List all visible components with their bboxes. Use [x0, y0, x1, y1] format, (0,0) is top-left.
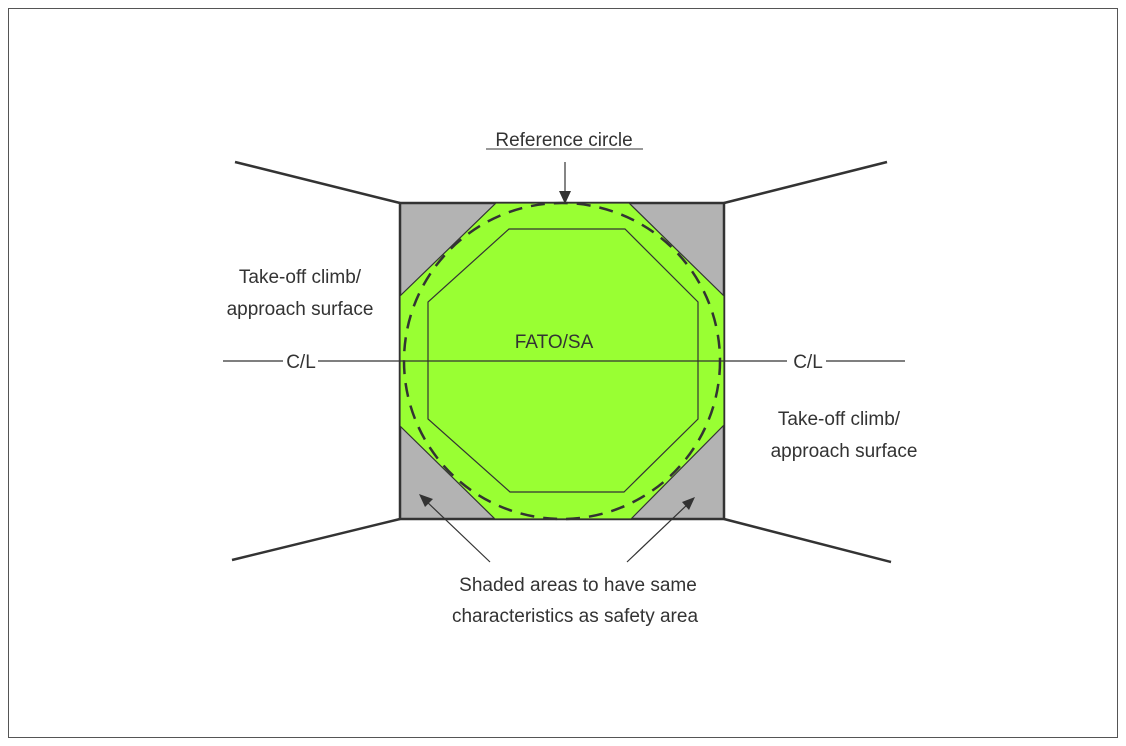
shaded-arrow-left-head — [419, 494, 433, 507]
surface-edge-lower-left — [231, 517, 401, 562]
reference-circle-arrowhead — [559, 191, 571, 204]
shaded-note-line2: characteristics as safety area — [452, 606, 698, 627]
shaded-arrow-right-shaft — [626, 502, 690, 563]
shaded-arrow-left-shaft — [424, 499, 491, 563]
reference-circle-label: Reference circle — [495, 130, 632, 151]
surface-label-right-line2: approach surface — [771, 441, 918, 462]
surface-edge-upper-right — [723, 160, 888, 205]
fato-octagon — [427, 228, 699, 493]
surface-label-left-line2: approach surface — [227, 299, 374, 320]
fato-sa-label: FATO/SA — [515, 332, 594, 353]
centerline-label-left: C/L — [286, 352, 316, 373]
surface-label-right-line1: Take-off climb/ — [778, 409, 901, 430]
surface-edge-upper-left — [234, 160, 401, 205]
surface-edge-lower-right — [723, 517, 892, 564]
shaded-arrow-right-head — [682, 497, 695, 510]
surface-label-left-line1: Take-off climb/ — [239, 267, 362, 288]
centerline-label-right: C/L — [793, 352, 823, 373]
shaded-note-line1: Shaded areas to have same — [459, 575, 697, 596]
